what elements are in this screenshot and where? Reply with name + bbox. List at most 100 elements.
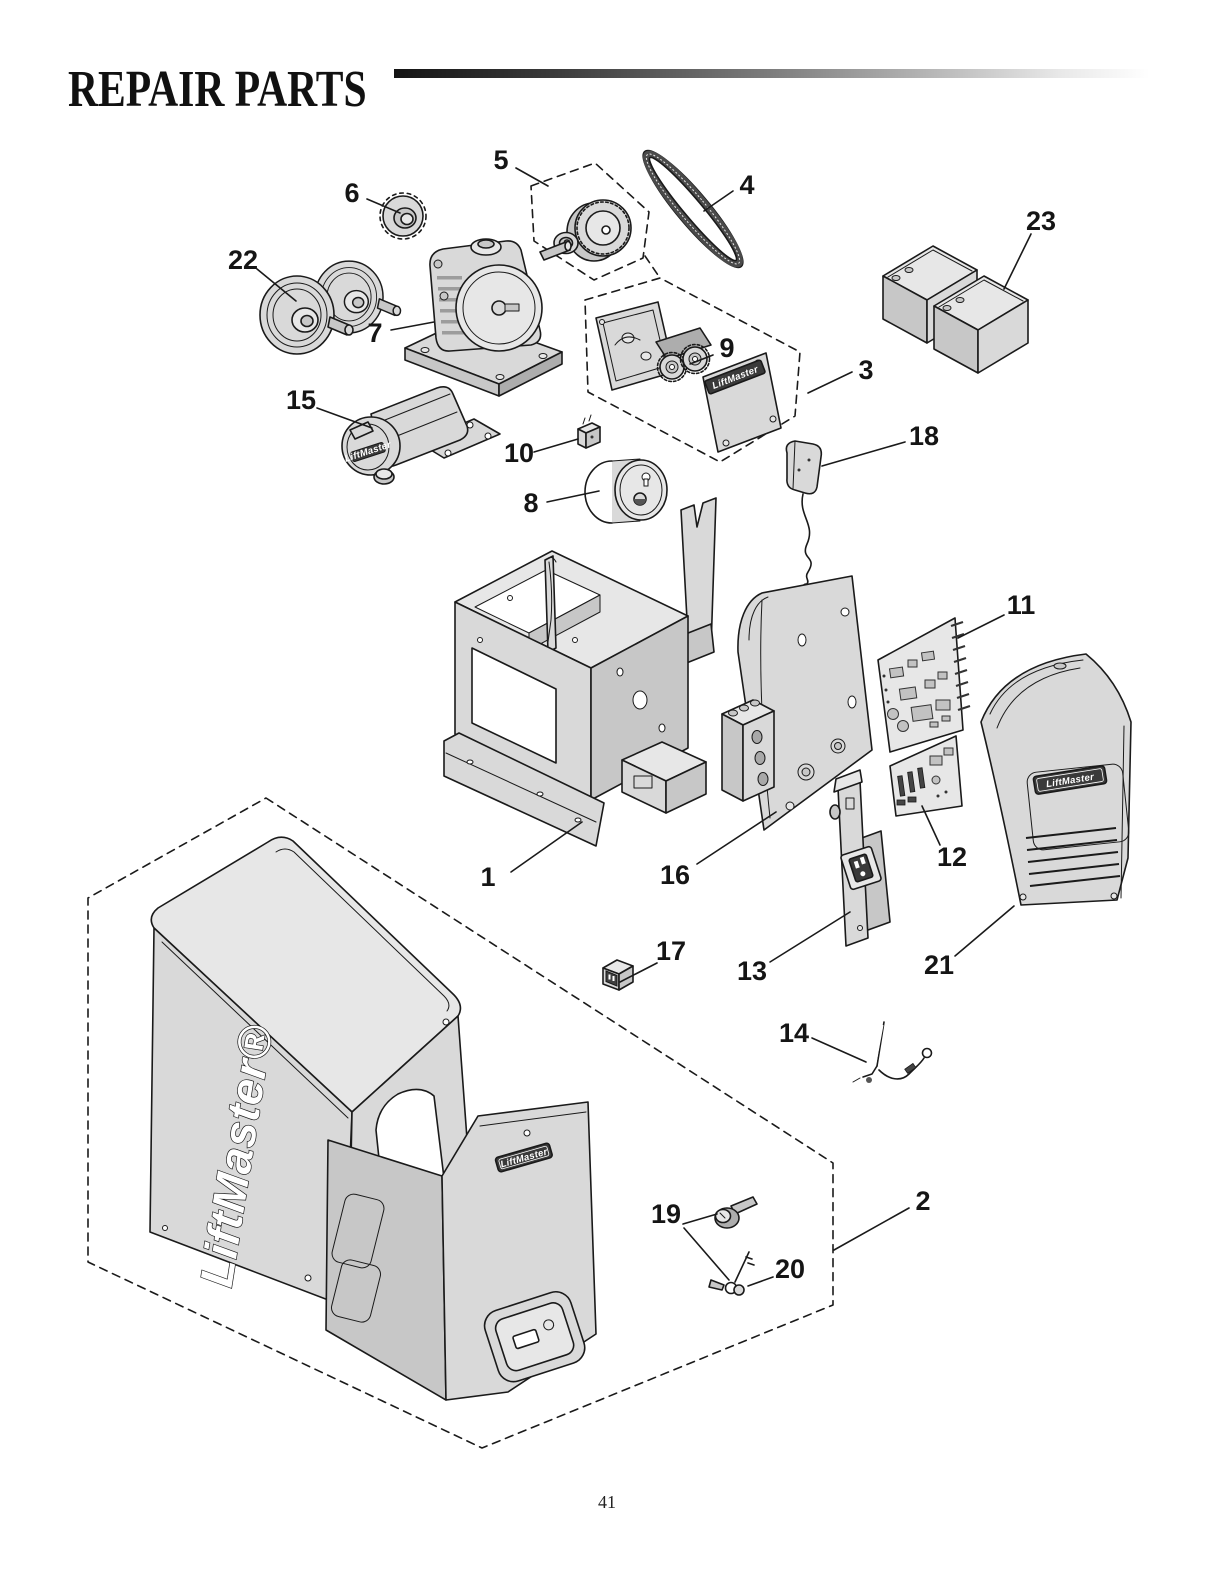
part-16-control-panel	[721, 575, 873, 831]
leader-line	[256, 268, 297, 302]
callout-23: 23	[1003, 206, 1056, 290]
callout-11: 11	[957, 590, 1035, 639]
leader-line	[689, 354, 714, 365]
callout-21: 21	[924, 905, 1015, 980]
leader-line	[954, 905, 1015, 957]
lock-plate	[483, 1291, 586, 1383]
kit-connector-line	[644, 255, 661, 279]
sprocket-teeth	[679, 343, 711, 375]
leader-line	[769, 911, 851, 963]
leader-line	[390, 321, 435, 331]
part-2-left-cover: LiftMaster®	[149, 836, 477, 1309]
part-number-label: 13	[737, 956, 767, 986]
leader-line	[510, 821, 583, 873]
part-number-label: 10	[504, 438, 534, 468]
part-14-antenna	[852, 1021, 933, 1083]
part-number-label: 22	[228, 245, 258, 275]
bottom-rail	[443, 732, 605, 847]
callout-7: 7	[367, 318, 435, 348]
callout-12: 12	[921, 805, 967, 872]
callout-9: 9	[689, 333, 735, 365]
leader-line	[807, 371, 853, 394]
vent-slats	[1025, 827, 1121, 887]
part-2-right-cover: LiftMaster	[325, 1101, 597, 1401]
callout-4: 4	[703, 170, 755, 212]
keyway	[719, 1212, 726, 1219]
part-number-label: 12	[937, 842, 967, 872]
callout-8: 8	[523, 488, 600, 518]
callouts: 5 6 4 23 22 7 3 9 15 10 18 8 11 1 16 12 …	[228, 145, 1056, 1287]
leader-line	[696, 811, 777, 865]
part-6-sprocket	[379, 192, 427, 240]
wire-loop	[921, 1047, 933, 1059]
leader-line	[533, 438, 579, 453]
part-number-label: 9	[719, 333, 734, 363]
callout-18: 18	[821, 421, 939, 467]
leader-line	[682, 1213, 718, 1225]
callout-15: 15	[286, 385, 373, 429]
leader-line	[1003, 233, 1032, 290]
part-number-label: 3	[858, 355, 873, 385]
kit-outline-3	[584, 277, 801, 463]
leader-line	[546, 490, 600, 503]
part-number-label: 4	[739, 170, 754, 200]
liftmaster-badge: LiftMaster	[1032, 765, 1108, 795]
edge-connector	[950, 620, 971, 712]
callout-10: 10	[504, 438, 579, 468]
part-18-sensor	[785, 440, 823, 591]
callout-22: 22	[228, 245, 297, 302]
leader-line	[515, 167, 549, 187]
drum-face	[614, 459, 668, 521]
part-4-drive-belt	[642, 149, 744, 269]
kit-outline-5	[530, 162, 650, 281]
sprocket-teeth	[379, 192, 427, 240]
sensor-wire	[801, 493, 812, 585]
leader-line	[821, 441, 906, 467]
callout-2: 2	[833, 1186, 931, 1251]
part-number-label: 21	[924, 950, 954, 980]
part-number-label: 2	[915, 1186, 930, 1216]
board-components	[896, 747, 954, 806]
part-20-keys	[708, 1251, 755, 1296]
leader-line	[366, 198, 401, 214]
part-number-label: 16	[660, 860, 690, 890]
part-number-label: 19	[651, 1199, 681, 1229]
part-number-label: 17	[656, 936, 686, 966]
part-12-expansion-board	[889, 735, 963, 817]
header-rule	[394, 69, 1150, 78]
cover-top	[150, 836, 462, 1113]
part-number-label: 5	[493, 145, 508, 175]
part-number-label: 8	[523, 488, 538, 518]
part-number-label: 1	[480, 862, 495, 892]
brand-plate: LiftMaster	[702, 352, 782, 453]
part-number-label: 7	[367, 318, 382, 348]
leader-line	[683, 1227, 730, 1281]
circuit-board	[889, 735, 963, 817]
part-7-gearbox	[404, 238, 572, 397]
leader-line	[833, 1207, 910, 1251]
part-number-label: 20	[775, 1254, 805, 1284]
callout-5: 5	[493, 145, 549, 187]
page-title: REPAIR PARTS	[68, 61, 367, 118]
cooling-fins	[437, 276, 467, 335]
leader-line	[747, 1276, 774, 1287]
callout-19: 19	[651, 1199, 730, 1281]
leader-line	[703, 190, 734, 212]
kit-outline-2	[87, 797, 834, 1449]
part-9-sprocket-pair	[655, 327, 712, 383]
part-number-label: 23	[1026, 206, 1056, 236]
board-components	[882, 650, 951, 732]
leader-line	[957, 614, 1005, 639]
callout-16: 16	[660, 811, 777, 890]
callout-14: 14	[779, 1018, 867, 1063]
power-outlet	[840, 845, 882, 891]
part-15-motor: LiftMaster	[341, 386, 501, 485]
leader-line	[316, 407, 373, 429]
callout-1: 1	[480, 821, 583, 892]
callout-3: 3	[807, 355, 874, 394]
leader-line	[619, 962, 658, 983]
part-13-outlet-bracket	[829, 769, 891, 947]
part-1-chassis	[443, 497, 717, 847]
